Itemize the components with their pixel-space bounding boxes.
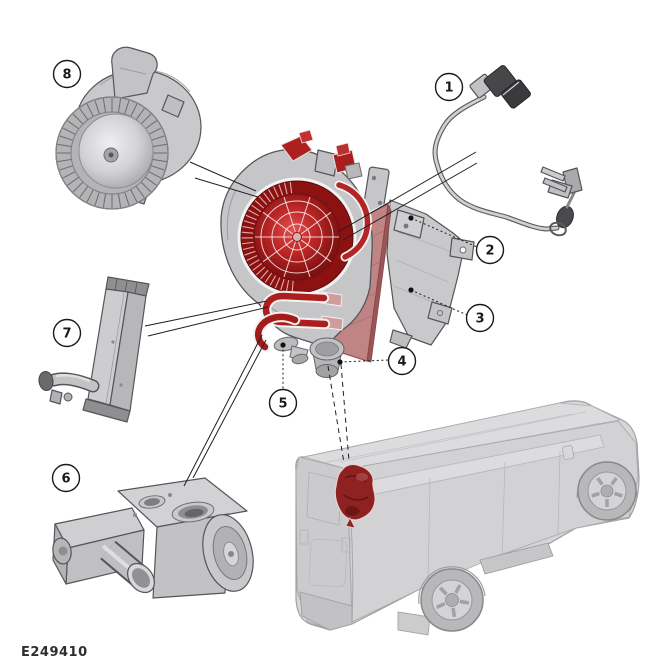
leader-item8 <box>189 161 259 198</box>
callout-4-number: 4 <box>397 355 406 370</box>
leader-lines-solid <box>144 151 478 487</box>
callouts: 1 2 3 4 5 6 7 8 <box>51 59 505 493</box>
blower-side-tab <box>161 94 185 118</box>
vehicle-rear-window <box>306 471 342 526</box>
vehicle-side-step <box>479 542 554 575</box>
duct-pipe <box>49 373 98 391</box>
housing-top-tab <box>314 149 339 177</box>
leader-dot-2 <box>408 215 414 221</box>
leader-dot-5 <box>280 342 286 348</box>
expansion-valve-part <box>52 477 254 599</box>
fuel-line-connector-end <box>501 79 531 109</box>
callout-7-number: 7 <box>62 327 71 342</box>
drain-port <box>309 337 345 378</box>
assembly-cover <box>386 199 475 349</box>
callout-8: 8 <box>52 59 82 89</box>
callout-3-number: 3 <box>475 312 484 327</box>
callout-5-number: 5 <box>278 397 287 412</box>
callout-1-number: 1 <box>444 81 453 96</box>
leader-item6 <box>183 334 267 487</box>
leader-item4 <box>339 359 389 363</box>
leader-dot-3 <box>408 287 414 293</box>
leader-lines-location <box>327 363 350 464</box>
callout-8-number: 8 <box>62 68 71 83</box>
vehicle-highlight-location <box>334 463 376 529</box>
callout-1: 1 <box>434 72 464 102</box>
callout-3: 3 <box>465 303 495 333</box>
vehicle-spare-panel <box>308 538 348 588</box>
leader-item1 <box>337 151 478 241</box>
blower-top-bracket <box>111 46 158 100</box>
hose-clamp-stub <box>273 336 309 365</box>
fuel-line-prong-1 <box>540 166 566 182</box>
blower-motor-part <box>55 46 202 210</box>
leader-item7 <box>144 300 269 337</box>
assembly-coolant-pipe <box>332 142 372 262</box>
coolant-elbow-hose <box>252 311 301 353</box>
heater-intake-duct-part <box>38 276 150 423</box>
leader-lines-dotted <box>280 215 478 389</box>
assembly-blower-wheel <box>237 177 357 297</box>
vehicle-rear-step <box>397 611 431 636</box>
cover-lower-tab <box>427 301 453 325</box>
fuel-line-tube <box>433 95 559 231</box>
fuel-line-prong-2 <box>542 177 568 193</box>
vehicle-taillight-left <box>299 529 309 545</box>
vehicle-door-seams <box>427 451 561 586</box>
callout-6-number: 6 <box>61 472 70 487</box>
blower-fan-wheel <box>55 96 169 210</box>
callout-2-number: 2 <box>485 244 494 259</box>
fuel-supply-line-part <box>432 65 583 237</box>
vehicle-front-wheel <box>577 461 637 521</box>
figure-code: E249410 <box>21 645 88 660</box>
cover-top-bracket <box>393 209 425 239</box>
duct-pipe-cap <box>38 371 54 391</box>
vehicle-filler-detail <box>562 445 575 460</box>
callout-5: 5 <box>268 388 298 418</box>
callout-7: 7 <box>52 318 82 348</box>
callout-4: 4 <box>387 346 417 376</box>
leader-item2 <box>410 217 478 248</box>
leader-dot-4 <box>337 359 343 365</box>
vehicle-rear-wheel <box>420 568 484 632</box>
leader-vehicle-location <box>327 363 350 464</box>
duct-base <box>82 398 131 423</box>
vehicle-illustration <box>295 400 640 636</box>
heater-assembly <box>220 129 475 378</box>
rear-wheel-arch <box>418 566 486 605</box>
vehicle-taillight-right <box>341 537 351 553</box>
callout-6: 6 <box>51 463 81 493</box>
callout-2: 2 <box>475 235 505 265</box>
leader-item3 <box>410 289 468 316</box>
valve-top-face <box>117 477 248 528</box>
vehicle-rear-bumper <box>299 591 353 631</box>
